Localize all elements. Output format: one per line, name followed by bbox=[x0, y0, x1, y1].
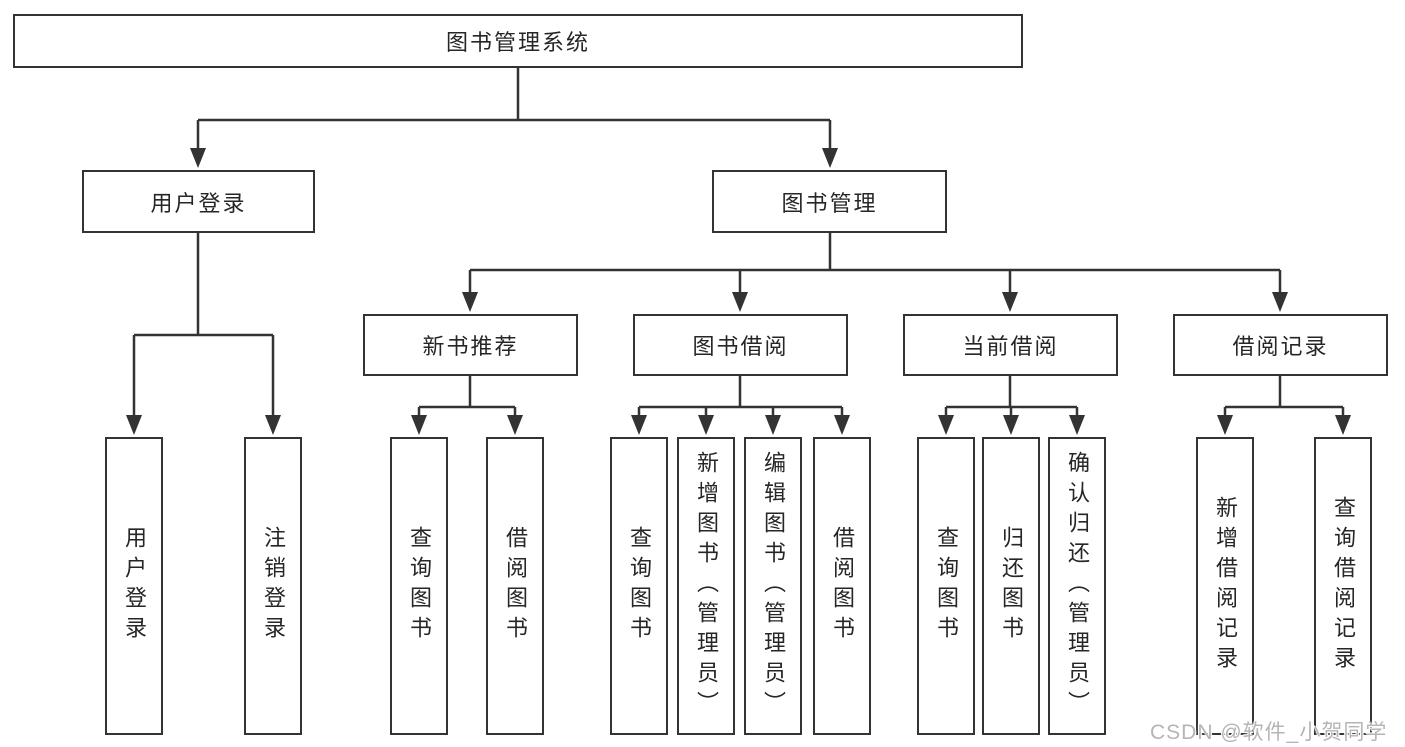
arrow-icon bbox=[1272, 292, 1288, 312]
arrow-icon bbox=[631, 415, 647, 435]
arrow-icon bbox=[834, 415, 850, 435]
node-label: 当前借阅 bbox=[962, 334, 1059, 359]
node-user-login: 用户登录 bbox=[82, 170, 315, 233]
leaf-confirm-return-admin: 确认归还（管理员） bbox=[1048, 437, 1106, 735]
node-label: 用户登录 bbox=[150, 190, 247, 216]
arrow-icon bbox=[822, 148, 838, 168]
leaf-label: 注销登录 bbox=[261, 526, 286, 646]
csdn-watermark: CSDN @软件_小贺同学 bbox=[1150, 721, 1388, 744]
leaf-current-query-books: 查询图书 bbox=[917, 437, 975, 735]
node-label: 新书推荐 bbox=[422, 334, 519, 359]
node-label: 图书管理 bbox=[781, 190, 878, 216]
leaf-label: 编辑图书（管理员） bbox=[761, 451, 786, 721]
node-label: 借阅记录 bbox=[1232, 334, 1329, 359]
arrow-icon bbox=[462, 292, 478, 312]
leaf-add-borrow-record: 新增借阅记录 bbox=[1196, 437, 1254, 735]
leaf-newbook-query-books: 查询图书 bbox=[390, 437, 448, 735]
arrow-icon bbox=[411, 415, 427, 435]
arrow-icon bbox=[1002, 292, 1018, 312]
node-label: 图书管理系统 bbox=[445, 30, 590, 55]
leaf-label: 借阅图书 bbox=[830, 526, 855, 646]
node-book-management: 图书管理 bbox=[712, 170, 947, 233]
arrow-icon bbox=[1217, 415, 1233, 435]
leaf-borrow-query-books: 查询图书 bbox=[610, 437, 668, 735]
leaf-label: 归还图书 bbox=[999, 526, 1024, 646]
leaf-return-books: 归还图书 bbox=[982, 437, 1040, 735]
arrow-icon bbox=[1003, 415, 1019, 435]
arrow-icon bbox=[190, 148, 206, 168]
node-new-book-recommend: 新书推荐 bbox=[363, 314, 578, 376]
leaf-label: 确认归还（管理员） bbox=[1065, 451, 1090, 721]
leaf-label: 查询图书 bbox=[407, 526, 432, 646]
leaf-add-book-admin: 新增图书（管理员） bbox=[677, 437, 735, 735]
leaf-borrow-borrow-books: 借阅图书 bbox=[813, 437, 871, 735]
node-label: 图书借阅 bbox=[692, 334, 789, 359]
leaf-label: 查询借阅记录 bbox=[1331, 496, 1356, 676]
leaf-label: 新增借阅记录 bbox=[1213, 496, 1238, 676]
arrow-icon bbox=[698, 415, 714, 435]
arrowhead-icons bbox=[126, 148, 1351, 435]
node-current-borrowing: 当前借阅 bbox=[903, 314, 1118, 376]
leaf-edit-book-admin: 编辑图书（管理员） bbox=[744, 437, 802, 735]
arrow-icon bbox=[265, 415, 281, 435]
node-book-borrowing: 图书借阅 bbox=[633, 314, 848, 376]
leaf-label: 借阅图书 bbox=[503, 526, 528, 646]
leaf-label: 查询图书 bbox=[627, 526, 652, 646]
arrow-icon bbox=[732, 292, 748, 312]
leaf-label: 查询图书 bbox=[934, 526, 959, 646]
leaf-label: 用户登录 bbox=[122, 526, 147, 646]
node-library-system: 图书管理系统 bbox=[13, 14, 1023, 68]
leaf-label: 新增图书（管理员） bbox=[694, 451, 719, 721]
arrow-icon bbox=[1335, 415, 1351, 435]
arrow-icon bbox=[1069, 415, 1085, 435]
leaf-newbook-borrow-books: 借阅图书 bbox=[486, 437, 544, 735]
arrow-icon bbox=[507, 415, 523, 435]
node-borrowing-records: 借阅记录 bbox=[1173, 314, 1388, 376]
leaf-query-borrow-record: 查询借阅记录 bbox=[1314, 437, 1372, 735]
arrow-icon bbox=[765, 415, 781, 435]
arrow-icon bbox=[126, 415, 142, 435]
leaf-user-login: 用户登录 bbox=[105, 437, 163, 735]
arrow-icon bbox=[938, 415, 954, 435]
leaf-logout: 注销登录 bbox=[244, 437, 302, 735]
